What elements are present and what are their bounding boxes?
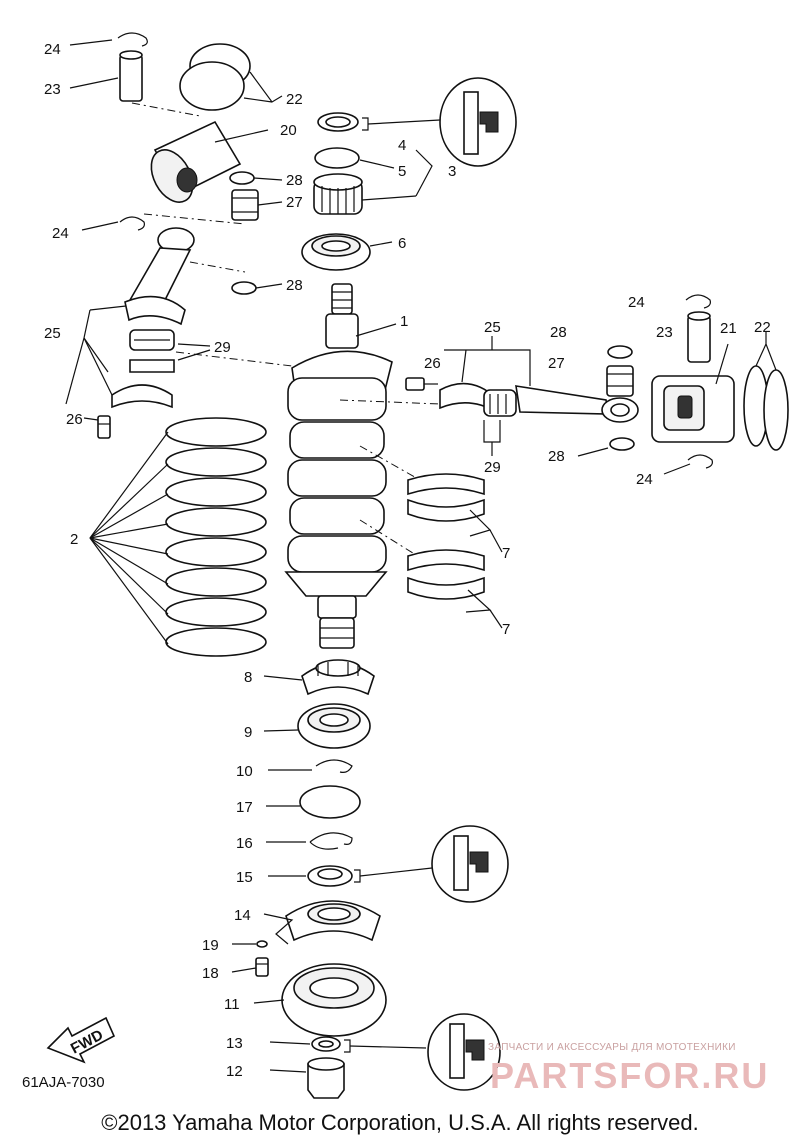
label-6: 6 xyxy=(398,235,406,252)
label-2: 2 xyxy=(70,531,78,548)
label-9: 9 xyxy=(244,724,252,741)
fwd-arrow: FWD xyxy=(46,1016,116,1064)
label-28-upper: 28 xyxy=(286,172,303,189)
label-29-left: 29 xyxy=(214,339,231,356)
rod-cap-left xyxy=(65,305,173,409)
bearing-6 xyxy=(301,233,393,271)
washer-bearing-right xyxy=(577,345,635,457)
label-25-left: 25 xyxy=(44,325,61,342)
circlip-16 xyxy=(266,832,353,850)
label-11: 11 xyxy=(224,996,240,1013)
inset-detail-bottom xyxy=(427,1013,501,1091)
label-28-right-bottom: 28 xyxy=(548,448,565,465)
label-7-lower: 7 xyxy=(502,621,510,638)
drawing-code: 61AJA-7030 xyxy=(22,1074,105,1091)
label-24-right-top: 24 xyxy=(628,294,645,311)
label-26-right: 26 xyxy=(424,355,441,372)
housing-11 xyxy=(253,963,387,1037)
label-26-left: 26 xyxy=(66,411,83,428)
o-ring-17 xyxy=(266,785,361,819)
label-5: 5 xyxy=(398,163,406,180)
label-28-right-top: 28 xyxy=(550,324,567,341)
label-23-left: 23 xyxy=(44,81,61,98)
bearing-shells-7-upper xyxy=(407,473,503,553)
label-15: 15 xyxy=(236,869,253,886)
crank-bearing-right xyxy=(483,389,517,456)
seal-13 xyxy=(269,1036,427,1053)
label-7-upper: 7 xyxy=(502,545,510,562)
label-20: 20 xyxy=(280,122,297,139)
label-12: 12 xyxy=(226,1063,243,1080)
label-24-right-bottom: 24 xyxy=(636,471,653,488)
watermark-brand: PARTSFOR.RU xyxy=(490,1055,770,1096)
seal-4 xyxy=(317,112,441,132)
part-8-gear xyxy=(263,659,375,696)
housing-14 xyxy=(263,900,381,945)
bearing-shells-7-lower xyxy=(407,549,503,629)
connecting-rod-right xyxy=(515,385,639,423)
washer-19 xyxy=(232,940,268,948)
label-16: 16 xyxy=(236,835,253,852)
label-21: 21 xyxy=(720,320,737,337)
label-27-left: 27 xyxy=(286,194,303,211)
main-bearing-rings xyxy=(89,417,267,657)
nut-12 xyxy=(269,1057,345,1099)
label-3: 3 xyxy=(448,163,456,180)
crank-bearing-left xyxy=(129,329,293,373)
label-17: 17 xyxy=(236,799,253,816)
circlip-top-left xyxy=(69,32,148,47)
label-19: 19 xyxy=(202,937,219,954)
bolt-18 xyxy=(231,957,269,977)
label-28-lower: 28 xyxy=(286,277,303,294)
label-24-mid: 24 xyxy=(52,225,69,242)
circlip-mid-left xyxy=(81,213,246,231)
piston-rings-right xyxy=(743,332,789,451)
label-24-top: 24 xyxy=(44,41,61,58)
bolt-left xyxy=(83,415,111,439)
copyright-notice: ©2013 Yamaha Motor Corporation, U.S.A. A… xyxy=(101,1110,699,1135)
label-4: 4 xyxy=(398,137,406,154)
label-22-left: 22 xyxy=(286,91,303,108)
piston-pin-left xyxy=(69,50,143,102)
bearing-9 xyxy=(263,703,371,749)
piston-right xyxy=(651,294,735,475)
part-labels: 24 23 22 20 28 27 24 28 25 29 26 4 5 3 6… xyxy=(44,41,771,1080)
rod-cap-right xyxy=(405,336,531,414)
label-1: 1 xyxy=(400,313,408,330)
label-29-right: 29 xyxy=(484,459,501,476)
label-18: 18 xyxy=(202,965,219,982)
washer-bearing-left xyxy=(229,171,283,221)
bearing-3 xyxy=(313,149,433,215)
label-10: 10 xyxy=(236,763,253,780)
label-27-right: 27 xyxy=(548,355,565,372)
inset-detail-middle xyxy=(431,825,509,903)
label-25-right: 25 xyxy=(484,319,501,336)
label-22-right: 22 xyxy=(754,319,771,336)
crankshaft xyxy=(284,283,441,649)
piston-left xyxy=(131,102,269,203)
snap-ring-10 xyxy=(268,759,353,773)
watermark-tagline: ЗАПЧАСТИ И АКСЕССУАРЫ ДЛЯ МОТОТЕХНИКИ xyxy=(488,1042,736,1053)
seal-15 xyxy=(268,865,433,887)
piston-rings-left xyxy=(179,43,283,111)
inset-detail-top xyxy=(439,77,517,167)
label-23-right: 23 xyxy=(656,324,673,341)
label-8: 8 xyxy=(244,669,252,686)
label-14: 14 xyxy=(234,907,251,924)
label-13: 13 xyxy=(226,1035,243,1052)
o-ring-5 xyxy=(314,147,395,169)
connecting-rod-left xyxy=(124,227,283,326)
